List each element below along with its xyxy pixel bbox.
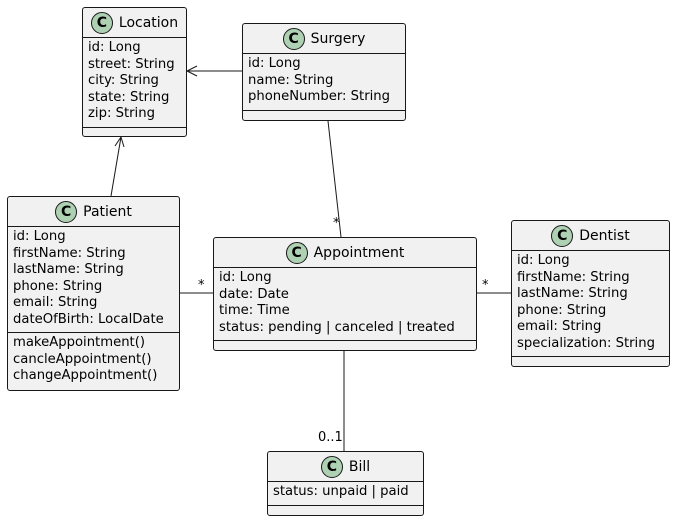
class-header-surgery: C Surgery xyxy=(243,24,405,54)
methods-dentist xyxy=(512,357,669,365)
attribute: dateOfBirth: LocalDate xyxy=(13,311,164,327)
class-dentist[interactable]: C Dentist id: Long firstName: String las… xyxy=(511,220,670,367)
attribute: id: Long xyxy=(517,253,570,268)
class-appointment[interactable]: C Appointment id: Long date: Date time: … xyxy=(213,237,477,351)
relation-surgery-appointment: * xyxy=(327,120,342,238)
class-header-patient: C Patient xyxy=(8,197,179,227)
class-icon: C xyxy=(55,200,78,223)
methods-location xyxy=(83,128,186,136)
relation-appointment-dentist: * xyxy=(476,278,511,294)
class-header-appointment: C Appointment xyxy=(214,238,476,268)
class-surgery[interactable]: C Surgery id: Long name: String phoneNum… xyxy=(242,23,406,121)
multiplicity-surgery-appointment: * xyxy=(333,216,340,231)
class-name-surgery: Surgery xyxy=(310,30,366,47)
attribute: street: String xyxy=(88,56,175,72)
relation-patient-appointment: * xyxy=(179,278,213,294)
attributes-bill: status: unpaid | paid xyxy=(268,482,423,506)
attributes-location: id: Long street: String city: String sta… xyxy=(83,38,186,128)
relation-surgery-location xyxy=(185,65,242,77)
attribute: state: String xyxy=(88,89,170,105)
attribute: city: String xyxy=(88,73,159,88)
attribute: email: String xyxy=(13,295,98,310)
class-bill[interactable]: C Bill status: unpaid | paid xyxy=(267,451,424,516)
class-name-patient: Patient xyxy=(83,203,132,220)
attributes-patient: id: Long firstName: String lastName: Str… xyxy=(8,227,179,333)
attribute: lastName: String xyxy=(13,262,124,277)
multiplicity-patient-appointment: * xyxy=(198,278,205,293)
attribute: status: pending | canceled | treated xyxy=(219,319,455,335)
class-icon: C xyxy=(282,27,305,50)
class-icon: C xyxy=(90,11,113,34)
relation-patient-location xyxy=(110,135,125,197)
method: cancleAppointment() xyxy=(13,351,152,367)
class-icon: C xyxy=(551,224,574,247)
class-name-location: Location xyxy=(118,14,179,31)
class-header-location: C Location xyxy=(83,8,186,38)
attribute: firstName: String xyxy=(13,245,126,261)
attributes-appointment: id: Long date: Date time: Time status: p… xyxy=(214,268,476,341)
class-name-dentist: Dentist xyxy=(579,227,630,244)
attribute: date: Date xyxy=(219,286,289,302)
attribute: name: String xyxy=(248,72,334,88)
methods-patient: makeAppointment() cancleAppointment() ch… xyxy=(8,333,179,389)
attribute: phoneNumber: String xyxy=(248,89,391,104)
methods-appointment xyxy=(214,341,476,349)
attribute: id: Long xyxy=(13,229,66,244)
class-header-dentist: C Dentist xyxy=(512,221,669,251)
attribute: zip: String xyxy=(88,106,155,121)
multiplicity-appointment-dentist: * xyxy=(482,278,489,293)
attributes-dentist: id: Long firstName: String lastName: Str… xyxy=(512,251,669,357)
attribute: phone: String xyxy=(13,278,103,294)
class-name-bill: Bill xyxy=(348,458,371,475)
method: changeAppointment() xyxy=(13,368,158,383)
methods-bill xyxy=(268,506,423,514)
class-name-appointment: Appointment xyxy=(313,244,405,261)
attributes-surgery: id: Long name: String phoneNumber: Strin… xyxy=(243,54,405,111)
attribute: status: unpaid | paid xyxy=(273,484,409,499)
class-header-bill: C Bill xyxy=(268,452,423,482)
class-icon: C xyxy=(320,455,343,478)
class-icon: C xyxy=(285,241,308,264)
attribute: specialization: String xyxy=(517,335,655,351)
methods-surgery xyxy=(243,111,405,119)
class-patient[interactable]: C Patient id: Long firstName: String las… xyxy=(7,196,180,391)
attribute: id: Long xyxy=(88,40,141,55)
attribute: email: String xyxy=(517,319,602,334)
attribute: time: Time xyxy=(219,303,290,318)
multiplicity-appointment-bill: 0..1 xyxy=(318,430,343,445)
class-location[interactable]: C Location id: Long street: String city:… xyxy=(82,7,187,137)
attribute: id: Long xyxy=(248,56,301,71)
method: makeAppointment() xyxy=(13,335,146,350)
relation-appointment-bill: 0..1 xyxy=(318,351,345,451)
attribute: phone: String xyxy=(517,302,607,318)
attribute: lastName: String xyxy=(517,286,628,301)
attribute: firstName: String xyxy=(517,269,630,285)
attribute: id: Long xyxy=(219,270,272,285)
